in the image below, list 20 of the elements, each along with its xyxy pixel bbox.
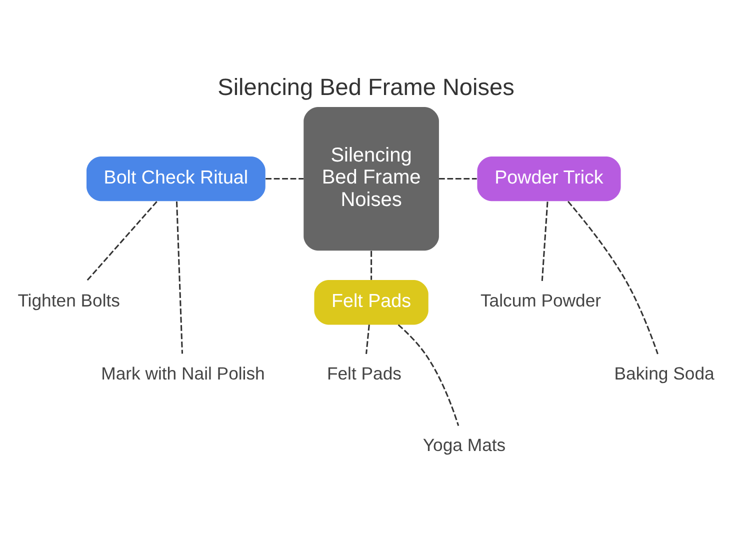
- connector: [370, 250, 372, 280]
- connector: [398, 324, 460, 426]
- node-box: Bolt Check Ritual: [86, 156, 266, 201]
- connector: [366, 324, 370, 354]
- node-text: Talcum Powder: [480, 290, 602, 310]
- node-text: Yoga Mats: [422, 434, 506, 455]
- node-text: Tighten Bolts: [18, 290, 120, 310]
- diagram-title: Silencing Bed Frame Noises: [218, 74, 514, 100]
- node-text: Baking Soda: [614, 362, 714, 383]
- connector: [266, 178, 304, 180]
- connector: [86, 200, 158, 281]
- node-box: Powder Trick: [477, 156, 621, 201]
- connector: [438, 178, 477, 180]
- node-text: Felt Pads: [326, 362, 402, 383]
- connector: [176, 200, 184, 354]
- node-box: Felt Pads: [314, 280, 428, 324]
- node-box: Silencing Bed Frame Noises: [304, 106, 439, 250]
- node-text: Mark with Nail Polish: [101, 362, 265, 383]
- connector: [568, 200, 658, 354]
- connector: [541, 201, 548, 280]
